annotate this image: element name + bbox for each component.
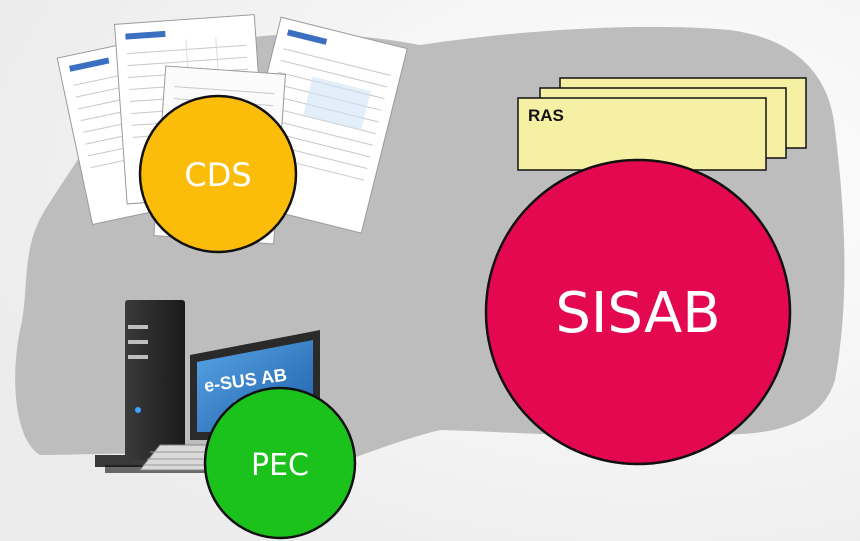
- pec-label: PEC: [251, 448, 309, 483]
- ras-document-stack: RAS: [517, 77, 807, 171]
- ras-label: RAS: [528, 106, 564, 125]
- cds-label: CDS: [184, 156, 251, 194]
- sisab-node: SISAB: [484, 158, 792, 466]
- cds-node: CDS: [138, 94, 298, 254]
- pec-node: PEC: [203, 386, 357, 540]
- sisab-label: SISAB: [555, 281, 720, 346]
